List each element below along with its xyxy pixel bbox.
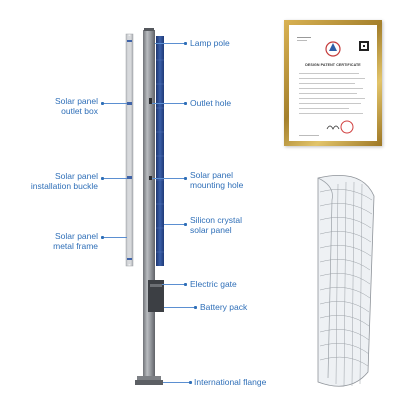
pole-top-cap: [144, 28, 154, 31]
label-outlet-hole: Outlet hole: [190, 98, 232, 108]
dot-electric-gate: [184, 283, 187, 286]
leader-installation-buckle: [103, 178, 127, 179]
leader-outlet-hole: [152, 103, 185, 104]
dot-lamp-pole: [184, 42, 187, 45]
pole-shaft: [143, 30, 155, 385]
curved-solar-panel-sample: [317, 175, 375, 387]
certificate-title: DESIGN PATENT CERTIFICATE: [305, 63, 361, 67]
mounting-hole: [149, 176, 152, 180]
label-solar-panel-outlet-box: Solar panel outlet box: [54, 96, 98, 116]
dot-mounting-hole: [184, 177, 187, 180]
leader-silicon-panel: [164, 224, 185, 225]
battery-pack-box: [148, 280, 164, 312]
dot-frame: [101, 236, 104, 239]
outlet-hole: [149, 98, 152, 104]
dot-outlet-box: [101, 102, 104, 105]
dot-buckle: [101, 177, 104, 180]
dot-silicon-panel: [184, 223, 187, 226]
leader-international-flange: [163, 382, 190, 383]
leader-mounting-hole: [152, 178, 185, 179]
certificate-paper: DESIGN PATENT CERTIFICATE: [289, 25, 377, 141]
label-electric-gate: Electric gate: [190, 279, 237, 289]
label-mounting-hole: Solar panel mounting hole: [190, 170, 244, 190]
leader-metal-frame: [103, 237, 127, 238]
certificate-logo-icon: [297, 37, 369, 57]
pole-solar-panel: [156, 36, 164, 266]
leader-lamp-pole: [155, 43, 185, 44]
label-silicon-crystal-solar-panel: Silicon crystal solar panel: [190, 215, 242, 235]
leader-battery-pack: [164, 307, 195, 308]
label-solar-panel-metal-frame: Solar panel metal frame: [53, 231, 98, 251]
buckle-marker-top: [127, 40, 132, 42]
outlet-box-marker: [127, 102, 132, 105]
dot-outlet-hole: [184, 102, 187, 105]
label-lamp-pole: Lamp pole: [190, 38, 230, 48]
electric-gate-plate: [150, 284, 162, 287]
flange: [135, 380, 163, 385]
label-battery-pack: Battery pack: [200, 302, 248, 312]
dot-battery-pack: [194, 306, 197, 309]
leader-outlet-box: [103, 103, 127, 104]
buckle-marker-mid: [127, 176, 132, 179]
dot-flange: [189, 381, 192, 384]
leader-electric-gate: [162, 284, 185, 285]
buckle-marker-bottom: [127, 258, 132, 260]
label-solar-panel-installation-buckle: Solar panel installation buckle: [30, 171, 98, 191]
label-international-flange: International flange: [194, 377, 267, 387]
certificate-seal-icon: [299, 120, 354, 136]
design-patent-certificate: DESIGN PATENT CERTIFICATE: [284, 20, 382, 146]
